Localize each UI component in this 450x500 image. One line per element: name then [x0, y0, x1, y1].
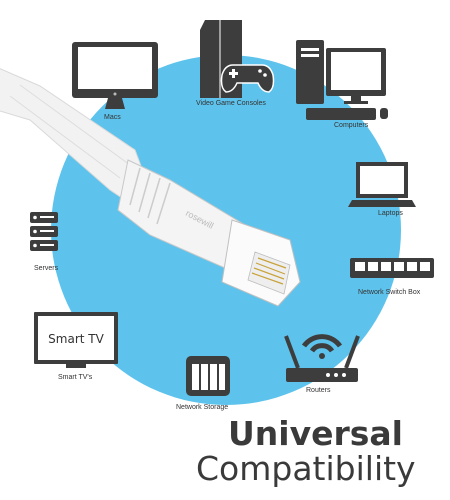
smart-tv-icon: Smart TV — [34, 312, 118, 368]
desktop-computer-icon — [296, 40, 388, 120]
label-switch: Network Switch Box — [358, 289, 421, 296]
game-console-icon — [200, 20, 275, 98]
imac-icon — [72, 42, 158, 109]
server-rack-icon — [30, 212, 58, 251]
label-macs: Macs — [104, 114, 121, 121]
label-laptops: Laptops — [378, 210, 403, 217]
headline-line2: Compatibility — [196, 449, 416, 488]
label-servers: Servers — [34, 265, 59, 272]
label-routers: Routers — [306, 387, 331, 394]
label-consoles: Video Game Consoles — [196, 100, 266, 107]
headline-line1: Universal — [228, 414, 403, 453]
laptop-icon — [348, 162, 416, 207]
nas-icon — [186, 356, 230, 396]
router-icon — [284, 334, 360, 382]
label-storage: Network Storage — [176, 404, 229, 411]
ethernet-cable-icon: rosewill — [0, 68, 301, 307]
label-smarttv: Smart TV's — [58, 374, 93, 381]
network-switch-icon — [350, 258, 434, 278]
smart-tv-screen-text: Smart TV — [48, 332, 104, 346]
label-computers: Computers — [334, 122, 369, 129]
